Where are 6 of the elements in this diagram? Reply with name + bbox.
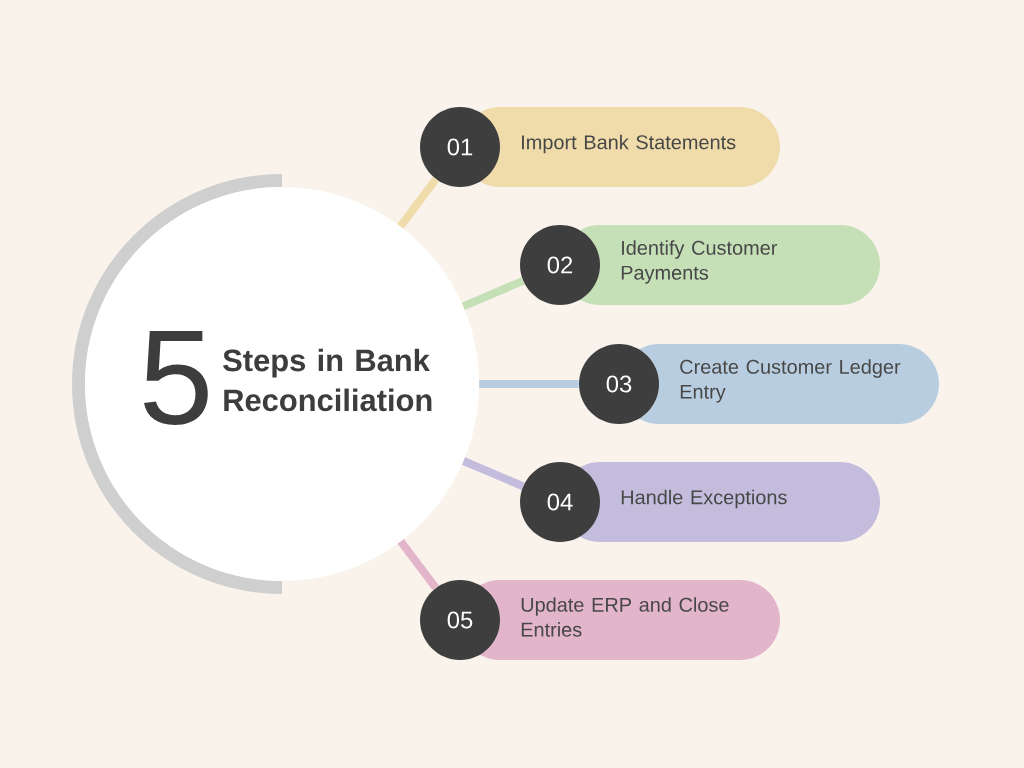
big-number: 5	[144, 331, 208, 425]
connector-line	[397, 176, 440, 229]
connector-line	[461, 457, 525, 490]
connector-line	[397, 539, 439, 591]
connector-line	[461, 277, 525, 311]
heading: Steps in Bank Reconciliation	[223, 348, 432, 412]
